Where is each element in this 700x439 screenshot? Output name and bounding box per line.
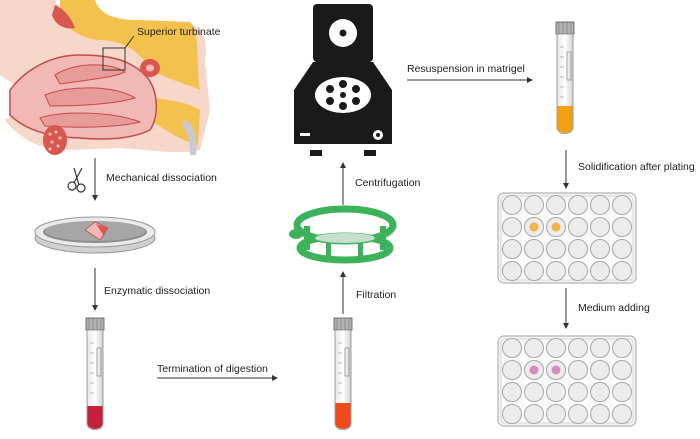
well	[546, 404, 566, 424]
well	[590, 338, 610, 358]
enzymatic-dissociation-label: Enzymatic dissociation	[104, 285, 210, 297]
well	[524, 195, 544, 215]
well	[502, 195, 522, 215]
well	[524, 239, 544, 259]
well-plate-icon	[497, 192, 637, 284]
superior-turbinate-label: Superior turbinate	[137, 26, 221, 38]
well	[546, 195, 566, 215]
scissors-icon	[67, 167, 86, 193]
well	[612, 360, 632, 380]
termination-of-digestion-label: Termination of digestion	[157, 363, 268, 375]
tube-icon	[85, 317, 105, 431]
organoid-dome	[529, 222, 539, 232]
well	[546, 382, 566, 402]
well	[568, 239, 588, 259]
tube-icon	[333, 317, 353, 431]
well	[546, 261, 566, 281]
well	[568, 261, 588, 281]
well	[502, 360, 522, 380]
well	[568, 217, 588, 237]
centrifuge-icon	[294, 4, 392, 156]
well	[502, 261, 522, 281]
medium-adding-label: Medium adding	[578, 302, 650, 314]
well	[590, 239, 610, 259]
centrifugation-label: Centrifugation	[355, 177, 421, 189]
petri-dish-icon	[34, 216, 156, 254]
well	[590, 404, 610, 424]
well	[524, 261, 544, 281]
well	[612, 261, 632, 281]
well	[612, 338, 632, 358]
well	[612, 217, 632, 237]
well	[568, 338, 588, 358]
well-plate-icon	[497, 335, 637, 427]
well	[502, 338, 522, 358]
well	[590, 195, 610, 215]
well	[590, 360, 610, 380]
well	[612, 239, 632, 259]
well	[546, 239, 566, 259]
well	[568, 382, 588, 402]
well	[568, 360, 588, 380]
well	[590, 261, 610, 281]
well	[524, 404, 544, 424]
well	[524, 338, 544, 358]
mechanical-dissociation-label: Mechanical dissociation	[106, 172, 217, 184]
resuspension-in-matrigel-label: Resuspension in matrigel	[407, 63, 525, 75]
well	[590, 217, 610, 237]
well	[502, 217, 522, 237]
solidification-after-plating-label: Solidification after plating	[578, 161, 695, 173]
well	[502, 404, 522, 424]
well	[502, 382, 522, 402]
well	[568, 404, 588, 424]
organoid-dome	[551, 222, 561, 232]
organoid-dome	[551, 365, 561, 375]
well	[568, 195, 588, 215]
well	[612, 404, 632, 424]
tube-icon	[555, 21, 575, 135]
well	[502, 239, 522, 259]
filter-icon	[289, 205, 397, 264]
filtration-label: Filtration	[356, 289, 396, 301]
organoid-dome	[529, 365, 539, 375]
well	[612, 195, 632, 215]
well	[590, 382, 610, 402]
well	[524, 382, 544, 402]
nasal-cavity-icon	[0, 0, 210, 155]
well	[612, 382, 632, 402]
well	[546, 338, 566, 358]
